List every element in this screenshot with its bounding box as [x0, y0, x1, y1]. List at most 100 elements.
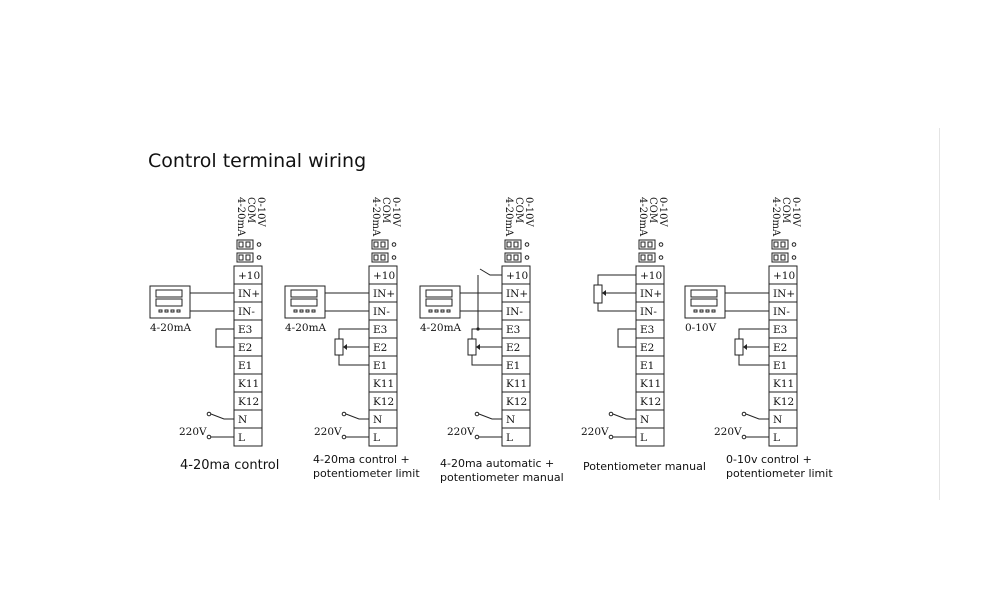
jumper-pin — [773, 241, 779, 248]
wire-pot-top — [471, 328, 478, 333]
jumper-pin — [791, 255, 797, 260]
wiring — [215, 328, 234, 348]
caption-line: 0-10v control + — [726, 453, 812, 466]
wire-e1 — [471, 361, 502, 366]
pot-arrow — [343, 344, 347, 350]
caption-line: potentiometer limit — [313, 467, 420, 480]
wire-e3 — [338, 328, 369, 333]
jumper-outline — [638, 252, 656, 263]
pot-body — [734, 338, 744, 356]
jumper-label: 4-20mA — [235, 197, 246, 237]
wire-e1 — [338, 361, 369, 366]
jumper-label: 0-10V — [523, 197, 534, 227]
terminal-label: N — [373, 414, 382, 426]
jumper-pin — [380, 241, 386, 248]
terminal-label: L — [640, 432, 647, 444]
terminal-label: L — [506, 432, 513, 444]
supply-terminal — [741, 434, 747, 440]
meter-display — [290, 298, 318, 307]
wiring — [334, 328, 369, 366]
supply-wire-n — [478, 413, 502, 420]
terminal-label: IN- — [238, 306, 255, 318]
jumper-label: 4-20mA — [503, 197, 514, 237]
jumper-block — [771, 239, 797, 250]
jumper-pin — [640, 254, 646, 261]
meter-display — [155, 289, 183, 298]
wiring — [734, 328, 769, 366]
jumper-block — [771, 252, 797, 263]
jumper-outline — [371, 239, 389, 250]
supply-terminal — [608, 434, 614, 440]
terminal-label: IN+ — [373, 288, 395, 300]
terminal-label: +10 — [373, 270, 395, 282]
terminal-label: +10 — [238, 270, 260, 282]
terminal-label: IN- — [506, 306, 523, 318]
supply: 220V — [314, 411, 369, 440]
supply-label: 220V — [179, 426, 207, 438]
wire-e3 — [738, 328, 769, 333]
wire-e3 — [477, 275, 502, 330]
signal-label: 4-20mA — [420, 322, 462, 334]
meter-display — [690, 298, 718, 307]
terminal-label: N — [506, 414, 515, 426]
wire-plus10 — [597, 274, 636, 279]
signal-label: 4-20mA — [150, 322, 192, 334]
jumper-block — [638, 239, 664, 250]
signal-label: 0-10V — [685, 322, 717, 334]
meter-button — [446, 309, 451, 313]
jumper-outline — [638, 239, 656, 250]
terminal-label: E1 — [373, 360, 387, 372]
jumper-pin — [506, 241, 512, 248]
terminal-label: E1 — [506, 360, 520, 372]
supply-terminal — [341, 434, 347, 440]
terminal-label: IN- — [773, 306, 790, 318]
supply-terminal — [474, 434, 480, 440]
signal-label: 4-20mA — [285, 322, 327, 334]
terminal-label: E3 — [238, 324, 252, 336]
terminal-label: +10 — [773, 270, 795, 282]
potentiometer — [334, 333, 351, 361]
jumper-pin — [238, 241, 244, 248]
jumper-label: COM — [380, 197, 391, 223]
jumper-label: 0-10V — [390, 197, 401, 227]
jumper-pin — [373, 254, 379, 261]
pot-arrow — [476, 344, 480, 350]
terminal-label: E1 — [238, 360, 252, 372]
meter-body — [419, 285, 461, 319]
jumper-pin — [238, 254, 244, 261]
diagram-caption: Potentiometer manual — [583, 460, 706, 474]
supply: 220V — [179, 411, 234, 440]
caption-line: potentiometer manual — [440, 471, 564, 484]
supply-label: 220V — [314, 426, 342, 438]
terminal-label: E3 — [373, 324, 387, 336]
meter-body — [149, 285, 191, 319]
jumper-pin — [391, 242, 397, 247]
meter-button — [164, 309, 169, 313]
jumper-pin — [658, 242, 664, 247]
supply-wire-n — [210, 413, 234, 420]
terminal-label: L — [373, 432, 380, 444]
meter-button — [693, 309, 698, 313]
supply-wire-n — [345, 413, 369, 420]
terminal-label: E2 — [773, 342, 787, 354]
supply-wire-n — [745, 413, 769, 420]
controller-meter: 4-20mA — [149, 285, 234, 334]
diagram-caption: 0-10v control +potentiometer limit — [726, 453, 833, 481]
meter-body — [284, 285, 326, 319]
pot-arrow — [743, 344, 747, 350]
meter-display — [690, 289, 718, 298]
wire-e1 — [738, 361, 769, 366]
jumper-pin — [256, 255, 262, 260]
terminal-label: E2 — [373, 342, 387, 354]
jumper-outline — [771, 252, 789, 263]
jumper-label: 4-20mA — [637, 197, 648, 237]
caption-line: 4-20ma automatic + — [440, 457, 555, 470]
meter-button — [305, 309, 310, 313]
jumper-label: 0-10V — [790, 197, 801, 227]
